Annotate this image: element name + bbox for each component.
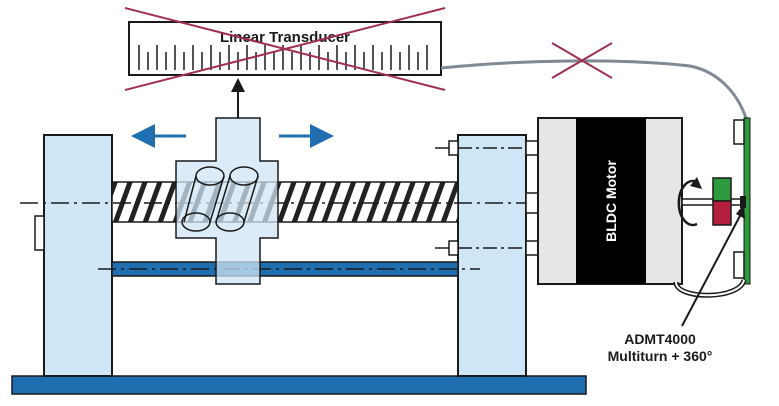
transducer-cross-line-2 [124,7,446,91]
sensor-pointer-arrow [681,211,743,327]
right-support-block [457,134,527,377]
motor-label: BLDC Motor [603,160,619,242]
magnet-south [712,200,732,226]
base-plate [11,375,587,395]
pcb-connector-top [733,119,745,145]
transducer-scale-ticks [138,45,428,70]
carriage-nut [175,117,279,285]
transducer-cable [440,59,748,119]
pcb-connector-bottom [733,251,745,279]
left-support-block [43,134,113,377]
sensor-label-line1: ADMT4000 [624,331,696,347]
bldc-motor: BLDC Motor [537,117,683,285]
cable-cross-line-2 [551,42,613,79]
sensor-label-line2: Multiturn + 360° [608,348,713,364]
transducer-label: Linear Transducer [220,29,350,46]
motor-mount-pins [435,140,568,256]
rotation-arrow-icon [677,179,698,227]
left-bearing-stub [34,215,45,251]
linear-transducer: Linear Transducer [124,7,446,91]
magnet-north [712,177,732,202]
admt4000-chip [740,196,746,208]
lead-screw [111,181,459,223]
